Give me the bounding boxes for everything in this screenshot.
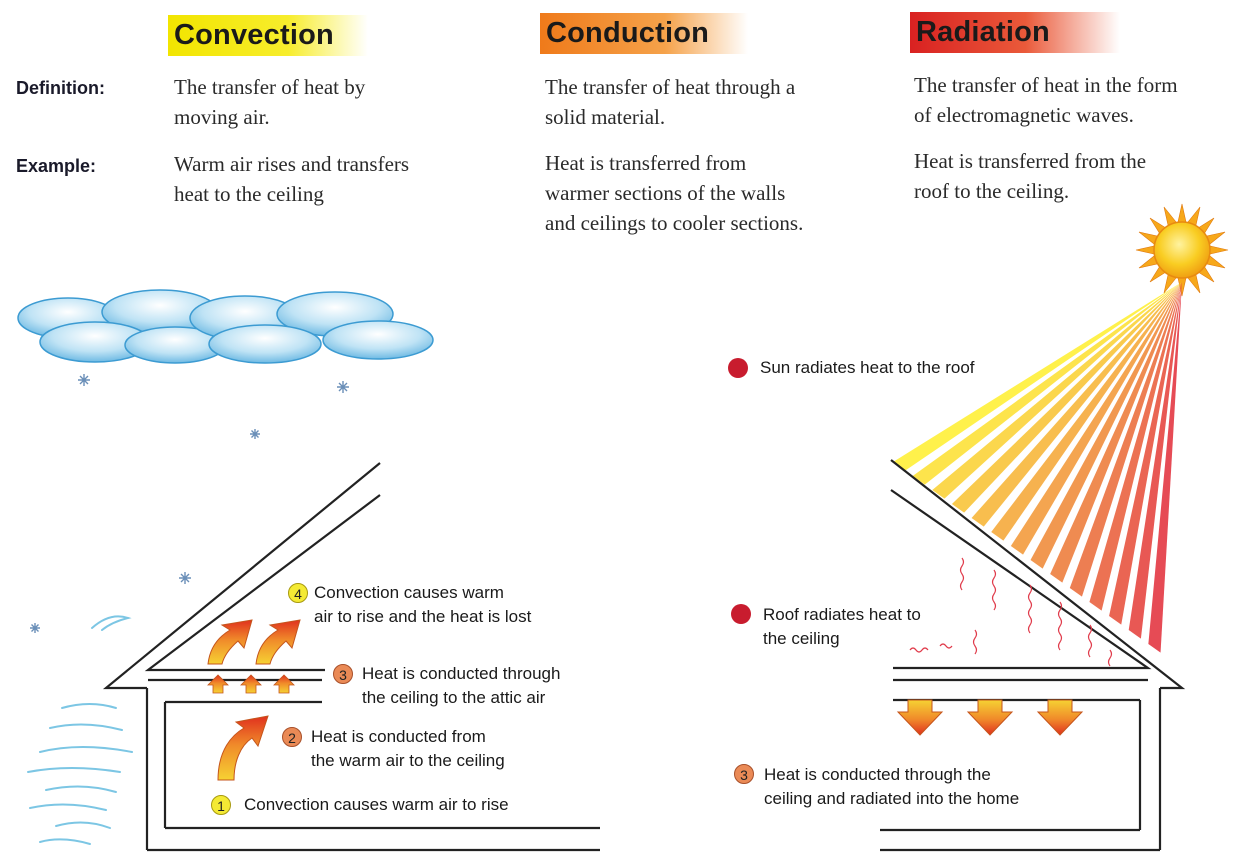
text-line: and ceilings to cooler sections.	[545, 211, 804, 235]
text-line: Warm air rises and transfers	[174, 152, 410, 176]
radiation-house	[880, 459, 1186, 852]
conduction-heading: Conduction	[540, 13, 748, 55]
radiation-definition: The transfer of heat in the form of elec…	[914, 70, 1178, 130]
sun-ray	[912, 282, 1182, 485]
example-row-label: Example:	[16, 156, 97, 176]
text-line: moving air.	[174, 105, 270, 129]
definition-row-label: Definition:	[16, 78, 105, 98]
text-line: the warm air to the ceiling	[311, 751, 505, 770]
text-line: of electromagnetic waves.	[914, 103, 1134, 127]
arrow-down-icon	[896, 699, 944, 736]
arrow-up-icon	[240, 674, 262, 694]
heat-waves	[909, 557, 1113, 667]
text-line: Convection causes warm	[314, 583, 504, 602]
sun-ray	[951, 282, 1182, 513]
convection-callout-4: Convection causes warm air to rise and t…	[314, 581, 531, 629]
text-line: ceiling and radiated into the home	[764, 789, 1020, 808]
text-line: Heat is transferred from	[545, 151, 747, 175]
arrow-up-icon	[207, 674, 229, 694]
arrow-up-icon	[273, 674, 295, 694]
text-line: air to rise and the heat is lost	[314, 607, 532, 626]
radiation-callout-1: Sun radiates heat to the roof	[760, 356, 975, 380]
text-line: heat to the ceiling	[174, 182, 324, 206]
snowflake-icon	[30, 623, 40, 633]
conduction-example: Heat is transferred from warmer sections…	[545, 148, 803, 238]
text-line: warmer sections of the walls	[545, 181, 786, 205]
arrow-up-icon	[255, 619, 301, 665]
step-badge: 1	[728, 358, 748, 378]
arrow-up-icon	[207, 619, 253, 665]
text-line: Heat is conducted through the	[764, 765, 991, 784]
text-line: The transfer of heat through a	[545, 75, 796, 99]
convection-heading: Convection	[168, 15, 368, 57]
sun-ray	[1089, 282, 1182, 611]
conduction-definition: The transfer of heat through a solid mat…	[545, 72, 795, 132]
convection-arrows	[207, 619, 301, 781]
text-line: Heat is conducted through	[362, 664, 561, 683]
step-badge: 4	[288, 583, 308, 603]
step-badge: 2	[731, 604, 751, 624]
clouds	[17, 289, 434, 364]
step-badge: 1	[211, 795, 231, 815]
sun-ray	[1148, 282, 1182, 653]
convection-house	[102, 462, 600, 852]
snowflake-icon	[78, 374, 90, 386]
sun-ray	[1030, 282, 1182, 569]
radiation-callout-2: Roof radiates heat to the ceiling	[763, 603, 921, 651]
sun-ray	[1069, 282, 1182, 597]
snowflake-icon	[179, 572, 191, 584]
text-line: the ceiling to the attic air	[362, 688, 546, 707]
sun-ray	[971, 282, 1182, 527]
text-line: The transfer of heat by	[174, 75, 366, 99]
text-line: Convection causes warm air to rise	[244, 795, 509, 814]
snowflake-icon	[337, 381, 349, 393]
text-line: solid material.	[545, 105, 666, 129]
text-line: Heat is transferred from the	[914, 149, 1147, 173]
radiation-heading: Radiation	[910, 12, 1120, 54]
wind-lines	[27, 615, 133, 845]
sun-ray	[932, 282, 1182, 499]
step-badge: 3	[734, 764, 754, 784]
text-line: Heat is conducted from	[311, 727, 486, 746]
sun-ray	[1050, 282, 1182, 583]
sun-icon	[1135, 203, 1229, 297]
step-badge: 2	[282, 727, 302, 747]
sun-ray	[991, 282, 1182, 541]
cloud-icon	[17, 289, 226, 364]
sun-ray	[1128, 282, 1182, 639]
sun-rays	[893, 282, 1182, 653]
convection-example: Warm air rises and transfers heat to the…	[174, 149, 409, 209]
sun-ray	[1109, 282, 1182, 625]
text-line: The transfer of heat in the form	[914, 73, 1178, 97]
step-badge: 3	[333, 664, 353, 684]
text-line: roof to the ceiling.	[914, 179, 1070, 203]
radiation-arrows	[896, 699, 1084, 736]
snowflakes	[30, 374, 349, 633]
sun-ray	[893, 282, 1182, 471]
arrow-down-icon	[1036, 699, 1084, 736]
text-line: Sun radiates heat to the roof	[760, 358, 975, 377]
convection-callout-3: Heat is conducted through the ceiling to…	[362, 662, 560, 710]
text-line: the ceiling	[763, 629, 840, 648]
snowflake-icon	[250, 429, 260, 439]
arrow-up-icon	[217, 715, 269, 781]
convection-callout-2: Heat is conducted from the warm air to t…	[311, 725, 505, 773]
sun-ray	[1010, 282, 1182, 555]
arrow-down-icon	[966, 699, 1014, 736]
convection-definition: The transfer of heat by moving air.	[174, 72, 365, 132]
convection-callout-1: Convection causes warm air to rise	[244, 793, 509, 817]
radiation-example: Heat is transferred from the roof to the…	[914, 146, 1146, 206]
radiation-callout-3: Heat is conducted through the ceiling an…	[764, 763, 1019, 811]
text-line: Roof radiates heat to	[763, 605, 921, 624]
cloud-icon	[189, 291, 434, 364]
